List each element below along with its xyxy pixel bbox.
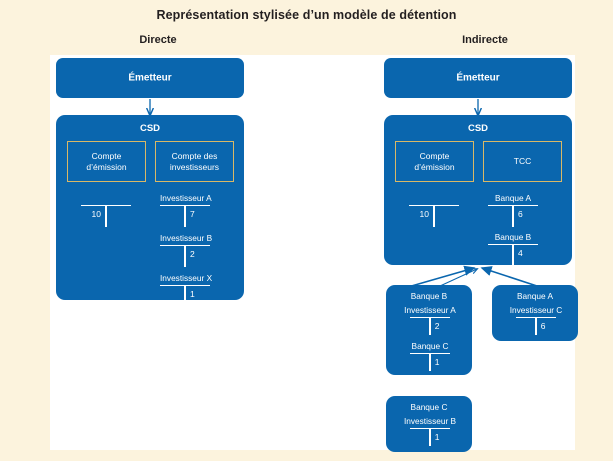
indirect-account-tcc[interactable]: TCC: [483, 141, 562, 182]
direct-ledger-investisseur-x-value: 1: [190, 289, 195, 299]
participant-banque-a-heading: Banque A: [517, 291, 553, 301]
indirect-ledger-emission-value: 10: [419, 209, 429, 219]
participant-banque-b-ledger-investisseur-a-label: Investisseur A: [404, 305, 456, 315]
column-heading-direct: Directe: [139, 34, 177, 46]
direct-ledger-investisseur-b-label: Investisseur B: [160, 233, 213, 243]
direct-account-compte-emission-text: Compte d’émission: [86, 150, 127, 172]
direct-ledger-investisseur-x-label: Investisseur X: [160, 273, 213, 283]
column-heading-indirect: Indirecte: [462, 34, 508, 46]
participant-box-banque-b[interactable]: Banque B Investisseur A 2 Banque C 1: [386, 285, 472, 375]
ledger-stem: [429, 428, 431, 446]
indirect-issuer-label: Émetteur: [456, 72, 500, 84]
arrow-banque-a-to-csd: [480, 266, 541, 288]
direct-account-compte-investisseurs[interactable]: Compte des investisseurs: [155, 141, 234, 182]
participant-banque-a-ledger-investisseur-c: Investisseur C 6: [510, 305, 562, 335]
indirect-issuer-box[interactable]: Émetteur: [384, 58, 572, 98]
direct-ledger-emission: 10: [81, 205, 131, 227]
participant-banque-c-ledger-investisseur-b: Investisseur B 1: [404, 416, 456, 446]
participant-banque-c-ledger-investisseur-b-label: Investisseur B: [403, 416, 457, 426]
direct-account-compte-emission[interactable]: Compte d’émission: [67, 141, 146, 182]
direct-ledger-investisseur-x: Investisseur X 1: [160, 273, 212, 307]
direct-account-compte-investisseurs-text: Compte des investisseurs: [169, 150, 220, 172]
ledger-stem: [433, 205, 435, 227]
direct-ledger-investisseur-a-label: Investisseur A: [160, 193, 212, 203]
arrow-banque-b-to-csd: [407, 265, 476, 288]
participant-banque-c-heading: Banque C: [410, 402, 448, 412]
indirect-ledger-banque-a-label: Banque A: [495, 193, 531, 203]
direct-ledger-investisseur-b: Investisseur B 2: [160, 233, 212, 267]
participant-banque-a-ledger-investisseur-c-label: Investisseur C: [509, 305, 563, 315]
indirect-ledger-banque-b-value: 4: [518, 248, 523, 258]
direct-ledger-investisseur-b-value: 2: [190, 249, 195, 259]
participant-box-banque-a[interactable]: Banque A Investisseur C 6: [492, 285, 578, 341]
direct-issuer-box[interactable]: Émetteur: [56, 58, 244, 98]
ledger-stem: [429, 353, 431, 371]
indirect-ledger-banque-a: Banque A 6: [488, 193, 538, 227]
direct-issuer-label: Émetteur: [128, 72, 172, 84]
indirect-csd-box[interactable]: CSD Compte d’émission TCC 10 Banque A 6 …: [384, 115, 572, 266]
direct-ledger-investisseur-a: Investisseur A 7: [160, 193, 212, 227]
indirect-ledger-banque-a-value: 6: [518, 209, 523, 219]
indirect-ledger-banque-b: Banque B 4: [488, 232, 538, 266]
participant-banque-c-ledger-investisseur-b-value: 1: [434, 432, 440, 442]
indirect-ledger-emission: 10: [409, 205, 459, 227]
indirect-ledger-banque-b-label: Banque B: [494, 232, 532, 242]
direct-ledger-investisseur-a-value: 7: [190, 209, 195, 219]
participant-banque-b-ledger-banque-c-label: Banque C: [411, 341, 449, 351]
indirect-account-tcc-text: TCC: [513, 156, 532, 166]
indirect-csd-label: CSD: [467, 123, 489, 134]
ledger-stem: [184, 245, 186, 267]
participant-banque-b-ledger-banque-c-value: 1: [434, 357, 440, 367]
participant-banque-b-heading: Banque B: [410, 291, 448, 301]
direct-csd-box[interactable]: CSD Compte d’émission Compte des investi…: [56, 115, 244, 307]
ledger-stem: [512, 244, 514, 266]
direct-csd-label: CSD: [139, 123, 161, 134]
arrow-banque-c-to-csd: [439, 269, 477, 287]
participant-banque-b-ledger-investisseur-a-value: 2: [434, 321, 440, 331]
direct-ledger-emission-value: 10: [91, 209, 101, 219]
participant-banque-a-ledger-investisseur-c-value: 6: [540, 321, 546, 331]
page-title: Représentation stylisée d’un modèle de d…: [156, 8, 457, 22]
indirect-account-compte-emission[interactable]: Compte d’émission: [395, 141, 474, 182]
indirect-account-compte-emission-text: Compte d’émission: [414, 150, 455, 172]
participant-banque-b-ledger-banque-c: Banque C 1: [410, 341, 450, 371]
participant-box-banque-c[interactable]: Banque C Investisseur B 1: [386, 396, 472, 452]
ledger-stem: [535, 317, 537, 335]
participant-banque-b-ledger-investisseur-a: Investisseur A 2: [404, 305, 456, 335]
ledger-stem: [184, 285, 186, 307]
ledger-stem: [429, 317, 431, 335]
ledger-stem: [184, 205, 186, 227]
ledger-stem: [512, 205, 514, 227]
ledger-stem: [105, 205, 107, 227]
